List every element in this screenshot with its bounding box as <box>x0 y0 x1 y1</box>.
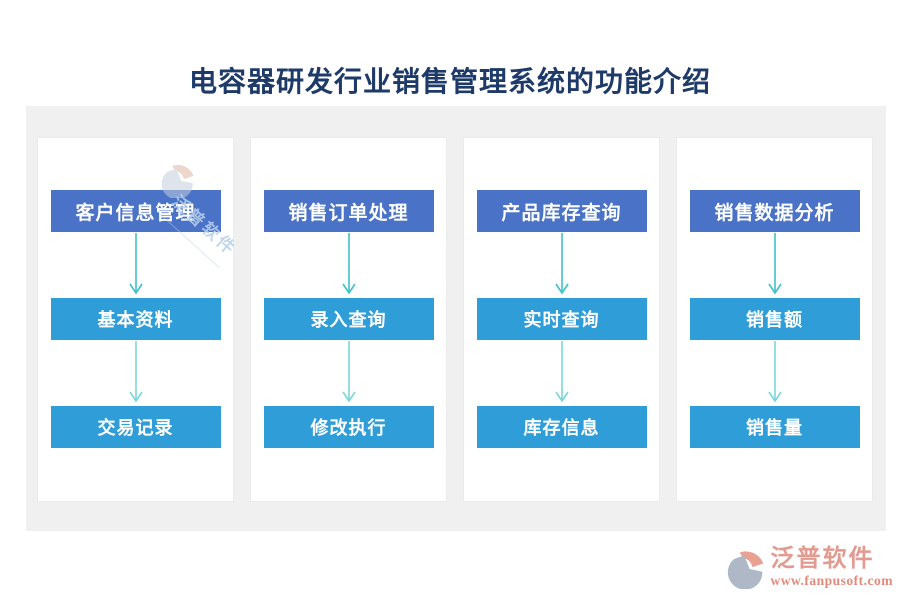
node-realtime-query: 实时查询 <box>476 298 647 340</box>
down-arrow-icon <box>128 232 144 298</box>
node-customer-info-management: 客户信息管理 <box>50 190 221 232</box>
flow-column-sales-orders: 销售订单处理 录入查询 修改执行 <box>250 137 447 502</box>
down-arrow-icon <box>554 232 570 298</box>
brand-url: www.fanpusoft.com <box>770 573 893 588</box>
node-basic-data: 基本资料 <box>50 298 221 340</box>
node-entry-query: 录入查询 <box>263 298 434 340</box>
down-arrow-icon <box>341 340 357 406</box>
node-modify-execute: 修改执行 <box>263 406 434 448</box>
flow-column-customer-info: 泛普软件 客户信息管理 基本资料 交易记录 <box>37 137 244 502</box>
down-arrow-icon <box>341 232 357 298</box>
fanpu-logo-icon <box>728 551 764 589</box>
flow-column-inventory: 产品库存查询 实时查询 库存信息 <box>463 137 660 502</box>
down-arrow-icon <box>554 340 570 406</box>
down-arrow-icon <box>128 340 144 406</box>
node-sales-order-processing: 销售订单处理 <box>263 190 434 232</box>
flow-panel: 泛普软件 客户信息管理 基本资料 交易记录 销售订单处理 录入查询 <box>26 106 886 531</box>
node-inventory-info: 库存信息 <box>476 406 647 448</box>
down-arrow-icon <box>767 340 783 406</box>
brand-footer: 泛普软件 www.fanpusoft.com <box>726 546 893 589</box>
flow-column-sales-analysis: 销售数据分析 销售额 销售量 <box>676 137 873 502</box>
brand-name: 泛普软件 <box>770 545 875 572</box>
node-transaction-records: 交易记录 <box>50 406 221 448</box>
node-product-inventory-query: 产品库存查询 <box>476 190 647 232</box>
down-arrow-icon <box>767 232 783 298</box>
node-sales-volume: 销售量 <box>689 406 860 448</box>
node-sales-amount: 销售额 <box>689 298 860 340</box>
node-sales-data-analysis: 销售数据分析 <box>689 190 860 232</box>
page-title: 电容器研发行业销售管理系统的功能介绍 <box>188 66 711 97</box>
